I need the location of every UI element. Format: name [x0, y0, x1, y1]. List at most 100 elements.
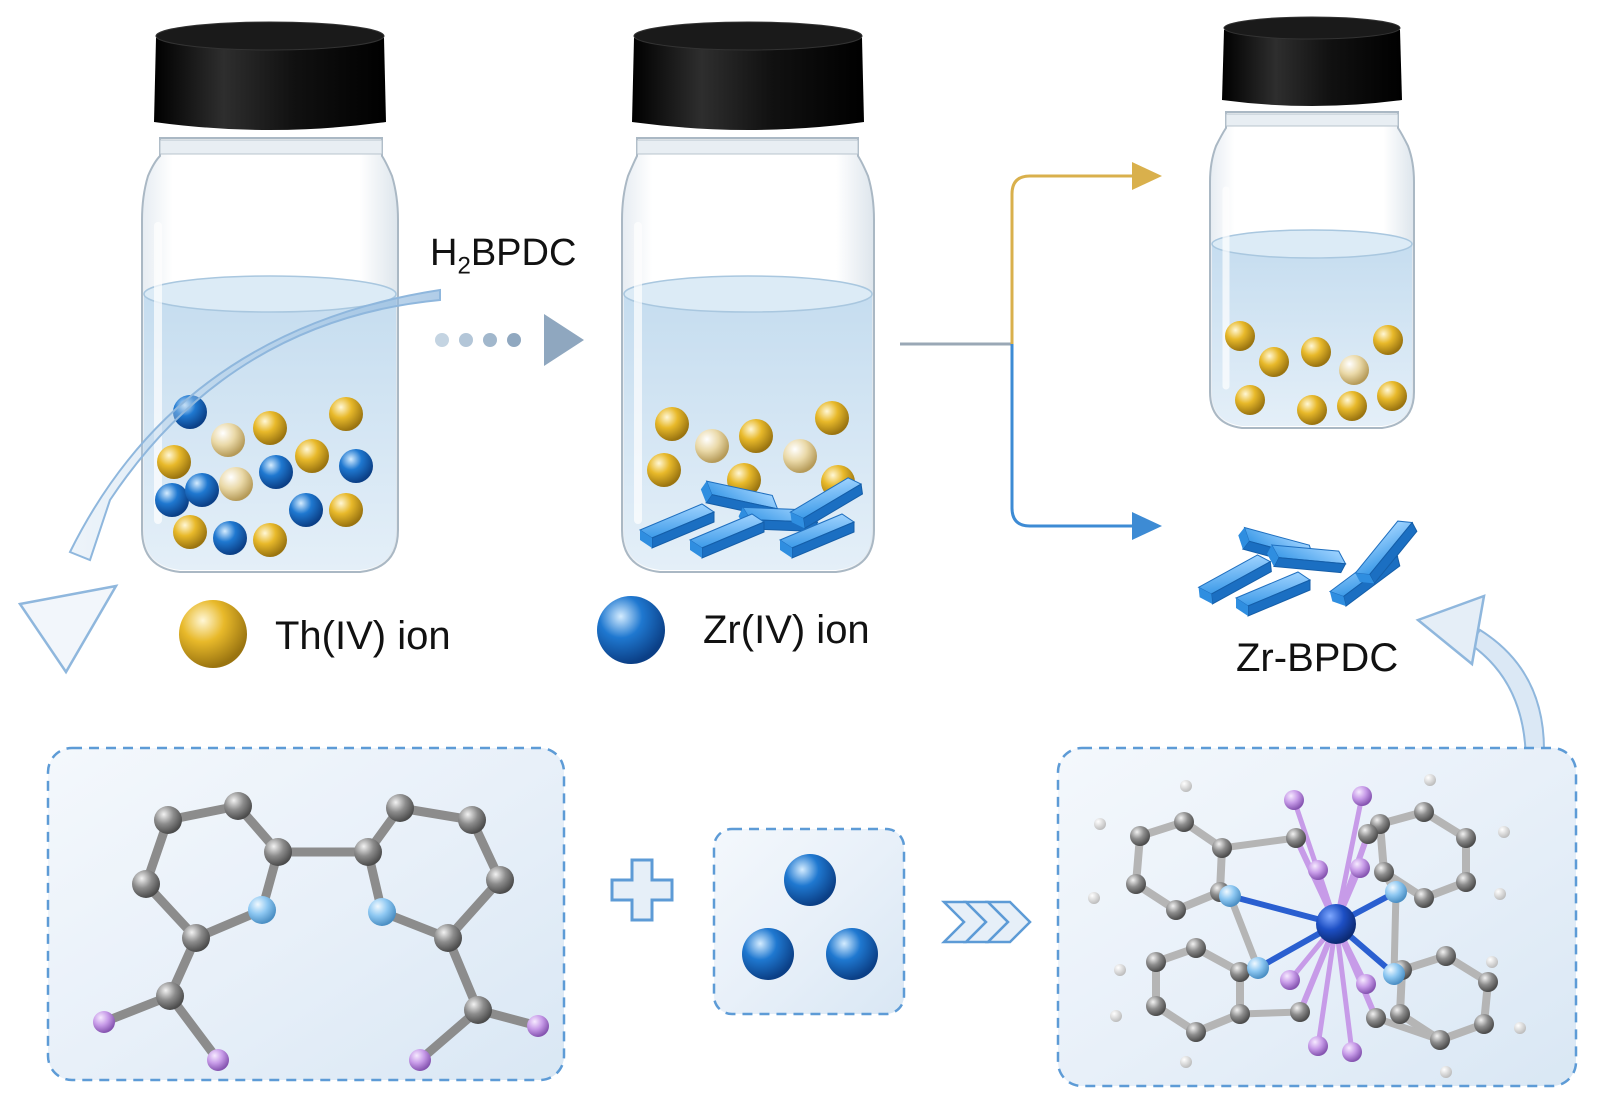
- carbon-atom: [434, 924, 462, 952]
- nitrogen-atom: [1219, 885, 1241, 907]
- hydrogen-atom: [1498, 826, 1510, 838]
- hydrogen-atom: [1494, 888, 1506, 900]
- carbon-atom: [1478, 972, 1498, 992]
- th-ion: [1297, 395, 1327, 425]
- th-ion: [219, 467, 253, 501]
- carbon-atom: [1456, 828, 1476, 848]
- oxygen-atom: [1308, 860, 1328, 880]
- zr-metal-center: [1316, 904, 1356, 944]
- carbon-atom: [156, 982, 184, 1010]
- carbon-atom: [1374, 862, 1394, 882]
- th-ion: [1373, 325, 1403, 355]
- vial1-ions: [155, 395, 373, 557]
- th-ion: [1339, 355, 1369, 385]
- zr-bpdc-complex-icon: [1088, 774, 1526, 1078]
- th-ion: [329, 397, 363, 431]
- carbon-atom: [464, 996, 492, 1024]
- o-bond: [1333, 793, 1365, 927]
- th-ion: [739, 419, 773, 453]
- oxygen-atom: [409, 1049, 431, 1071]
- zr-ion: [339, 449, 373, 483]
- hydrogen-atom: [1114, 964, 1126, 976]
- th-ion: [815, 401, 849, 435]
- carbon-atom: [1290, 1002, 1310, 1022]
- zr-ion: [213, 521, 247, 555]
- carbon-atom: [1146, 952, 1166, 972]
- carbon-atom: [1186, 1022, 1206, 1042]
- th-ion: [253, 523, 287, 557]
- hydrogen-atom: [1094, 818, 1106, 830]
- carbon-atom: [264, 838, 292, 866]
- carbon-atom: [486, 866, 514, 894]
- carbon-atom: [458, 806, 486, 834]
- zr-ion: [185, 473, 219, 507]
- oxygen-atom: [1284, 790, 1304, 810]
- th-ion: [173, 515, 207, 549]
- carbon-atom: [1230, 962, 1250, 982]
- o-bond: [1333, 921, 1355, 1055]
- oxygen-atom: [1352, 786, 1372, 806]
- th-ion: [647, 453, 681, 487]
- vial-filtrate: [1209, 16, 1415, 429]
- carbon-atom: [1414, 802, 1434, 822]
- vial3-ions: [1225, 321, 1407, 425]
- o-bond: [1315, 921, 1339, 1049]
- zr-ion: [289, 493, 323, 527]
- th-ion: [1377, 381, 1407, 411]
- carbon-atom: [1166, 900, 1186, 920]
- th-ion: [1337, 391, 1367, 421]
- ligand-panel: [46, 746, 566, 1082]
- bond: [1372, 1014, 1444, 1044]
- triple-chevron-icon: [940, 900, 1032, 944]
- carbon-atom: [1286, 828, 1306, 848]
- oxygen-atom: [1280, 970, 1300, 990]
- carbon-atom: [1456, 872, 1476, 892]
- oxygen-atom: [527, 1015, 549, 1037]
- oxygen-atom: [1308, 1036, 1328, 1056]
- carbon-atom: [1358, 824, 1378, 844]
- legend-zr-label: Zr(IV) ion: [703, 608, 870, 652]
- separation-branch-arrow: [900, 162, 1162, 540]
- th-ion: [655, 407, 689, 441]
- carbon-atom: [1390, 1004, 1410, 1024]
- th-ion: [695, 429, 729, 463]
- nitrogen-atom: [1383, 963, 1405, 985]
- product-label: Zr-BPDC: [1236, 636, 1399, 680]
- oxygen-atom: [93, 1011, 115, 1033]
- nitrogen-atom: [1385, 881, 1407, 903]
- zr-bpdc-crystals: [1195, 506, 1430, 617]
- carbon-atom: [1186, 938, 1206, 958]
- vial-mixture: [141, 21, 399, 573]
- carbon-atom: [154, 806, 182, 834]
- carbon-atom: [1474, 1014, 1494, 1034]
- th-ion: [157, 445, 191, 479]
- bond: [1218, 834, 1300, 852]
- plus-icon: [610, 858, 674, 922]
- nitrogen-atom: [368, 898, 396, 926]
- hydrogen-atom: [1440, 1066, 1452, 1078]
- carbon-atom: [1430, 1030, 1450, 1050]
- th-ion: [329, 493, 363, 527]
- oxygen-atom: [1350, 858, 1370, 878]
- carbon-atom: [224, 792, 252, 820]
- th-ion: [1225, 321, 1255, 351]
- carbon-atom: [1126, 874, 1146, 894]
- bond: [1236, 1008, 1304, 1018]
- carbon-atom: [182, 924, 210, 952]
- nitrogen-atom: [1247, 957, 1269, 979]
- oxygen-atom: [1342, 1042, 1362, 1062]
- bond: [1390, 888, 1400, 978]
- reagent-label: H2BPDC: [430, 232, 577, 280]
- reaction-arrow: [435, 314, 584, 366]
- carbon-atom: [1436, 946, 1456, 966]
- carbon-atom: [1414, 888, 1434, 908]
- carbon-atom: [1130, 826, 1150, 846]
- hydrogen-atom: [1088, 892, 1100, 904]
- zr-ions-icon: [712, 827, 906, 1016]
- carbon-atom: [1174, 812, 1194, 832]
- hydrogen-atom: [1486, 956, 1498, 968]
- th-ion: [295, 439, 329, 473]
- legend-th-ball: [179, 600, 247, 668]
- nitrogen-atom: [248, 896, 276, 924]
